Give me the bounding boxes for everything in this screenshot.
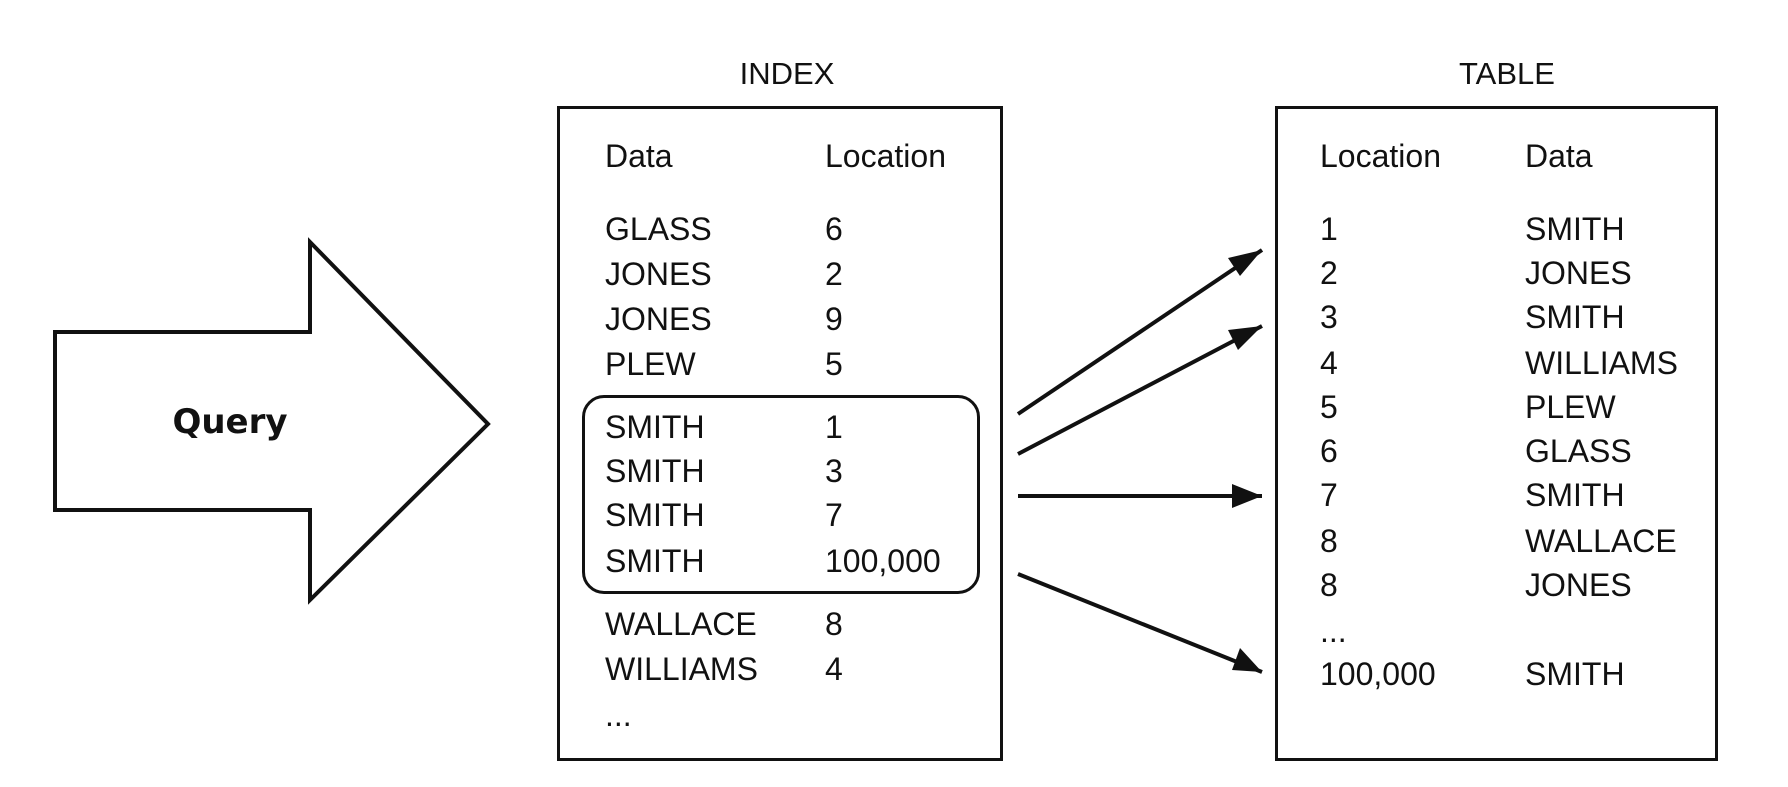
table-row-location: 2 bbox=[1320, 255, 1338, 291]
pointer-arrow-3 bbox=[1017, 324, 1263, 456]
index-row-data: WALLACE bbox=[605, 606, 757, 642]
table-row-data: WILLIAMS bbox=[1525, 345, 1678, 381]
table-row-data: SMITH bbox=[1525, 477, 1625, 513]
index-row-location: 5 bbox=[825, 346, 843, 382]
arrowhead-100000 bbox=[1232, 648, 1262, 672]
index-match-row-location: 3 bbox=[825, 453, 843, 489]
index-match-row-data: SMITH bbox=[605, 497, 705, 533]
arrowhead-1 bbox=[1228, 250, 1262, 276]
index-header-data: Data bbox=[605, 138, 673, 174]
table-row-location: 6 bbox=[1320, 433, 1338, 469]
index-row-data: GLASS bbox=[605, 211, 712, 247]
matching-rows-highlight bbox=[582, 395, 980, 594]
index-box bbox=[557, 106, 1003, 761]
arrowhead-3 bbox=[1228, 326, 1262, 350]
table-row-data: JONES bbox=[1525, 567, 1632, 603]
index-row-location: 4 bbox=[825, 651, 843, 687]
arrowhead-7 bbox=[1232, 484, 1262, 508]
table-row-data: SMITH bbox=[1525, 656, 1625, 692]
table-row-location: 7 bbox=[1320, 477, 1338, 513]
index-row-data: JONES bbox=[605, 301, 712, 337]
index-row-data: PLEW bbox=[605, 346, 696, 382]
index-match-row-location: 7 bbox=[825, 497, 843, 533]
index-match-row-data: SMITH bbox=[605, 543, 705, 579]
query-label: Query bbox=[172, 402, 288, 442]
table-row-location: 8 bbox=[1320, 567, 1338, 603]
table-row-location: 1 bbox=[1320, 211, 1338, 247]
index-match-row-location: 1 bbox=[825, 409, 843, 445]
table-header-location: Location bbox=[1320, 138, 1441, 174]
table-row-data: GLASS bbox=[1525, 433, 1632, 469]
index-row-location: 8 bbox=[825, 606, 843, 642]
table-row-location: 100,000 bbox=[1320, 656, 1436, 692]
table-row-data: WALLACE bbox=[1525, 523, 1677, 559]
table-heading: TABLE bbox=[1459, 56, 1555, 91]
table-row-location: 5 bbox=[1320, 389, 1338, 425]
table-row-data: JONES bbox=[1525, 255, 1632, 291]
table-header-data: Data bbox=[1525, 138, 1593, 174]
table-row-location: 3 bbox=[1320, 299, 1338, 335]
pointer-arrow-1 bbox=[1016, 248, 1264, 416]
index-heading: INDEX bbox=[739, 56, 835, 91]
query-arrow-shape bbox=[53, 237, 491, 605]
index-row-location: 9 bbox=[825, 301, 843, 337]
index-match-row-data: SMITH bbox=[605, 453, 705, 489]
index-row-location: 6 bbox=[825, 211, 843, 247]
table-row-data: PLEW bbox=[1525, 389, 1616, 425]
table-row-data: SMITH bbox=[1525, 211, 1625, 247]
table-row-data: SMITH bbox=[1525, 299, 1625, 335]
index-row-data: WILLIAMS bbox=[605, 651, 758, 687]
index-row-data: JONES bbox=[605, 256, 712, 292]
table-ellipsis: ... bbox=[1320, 613, 1347, 649]
table-box bbox=[1275, 106, 1718, 761]
table-row-location: 8 bbox=[1320, 523, 1338, 559]
index-row-location: 2 bbox=[825, 256, 843, 292]
index-match-row-data: SMITH bbox=[605, 409, 705, 445]
table-row-location: 4 bbox=[1320, 345, 1338, 381]
index-header-location: Location bbox=[825, 138, 946, 174]
index-match-row-location: 100,000 bbox=[825, 543, 941, 579]
pointer-arrow-100000 bbox=[1017, 572, 1263, 674]
index-ellipsis: ... bbox=[605, 697, 632, 733]
